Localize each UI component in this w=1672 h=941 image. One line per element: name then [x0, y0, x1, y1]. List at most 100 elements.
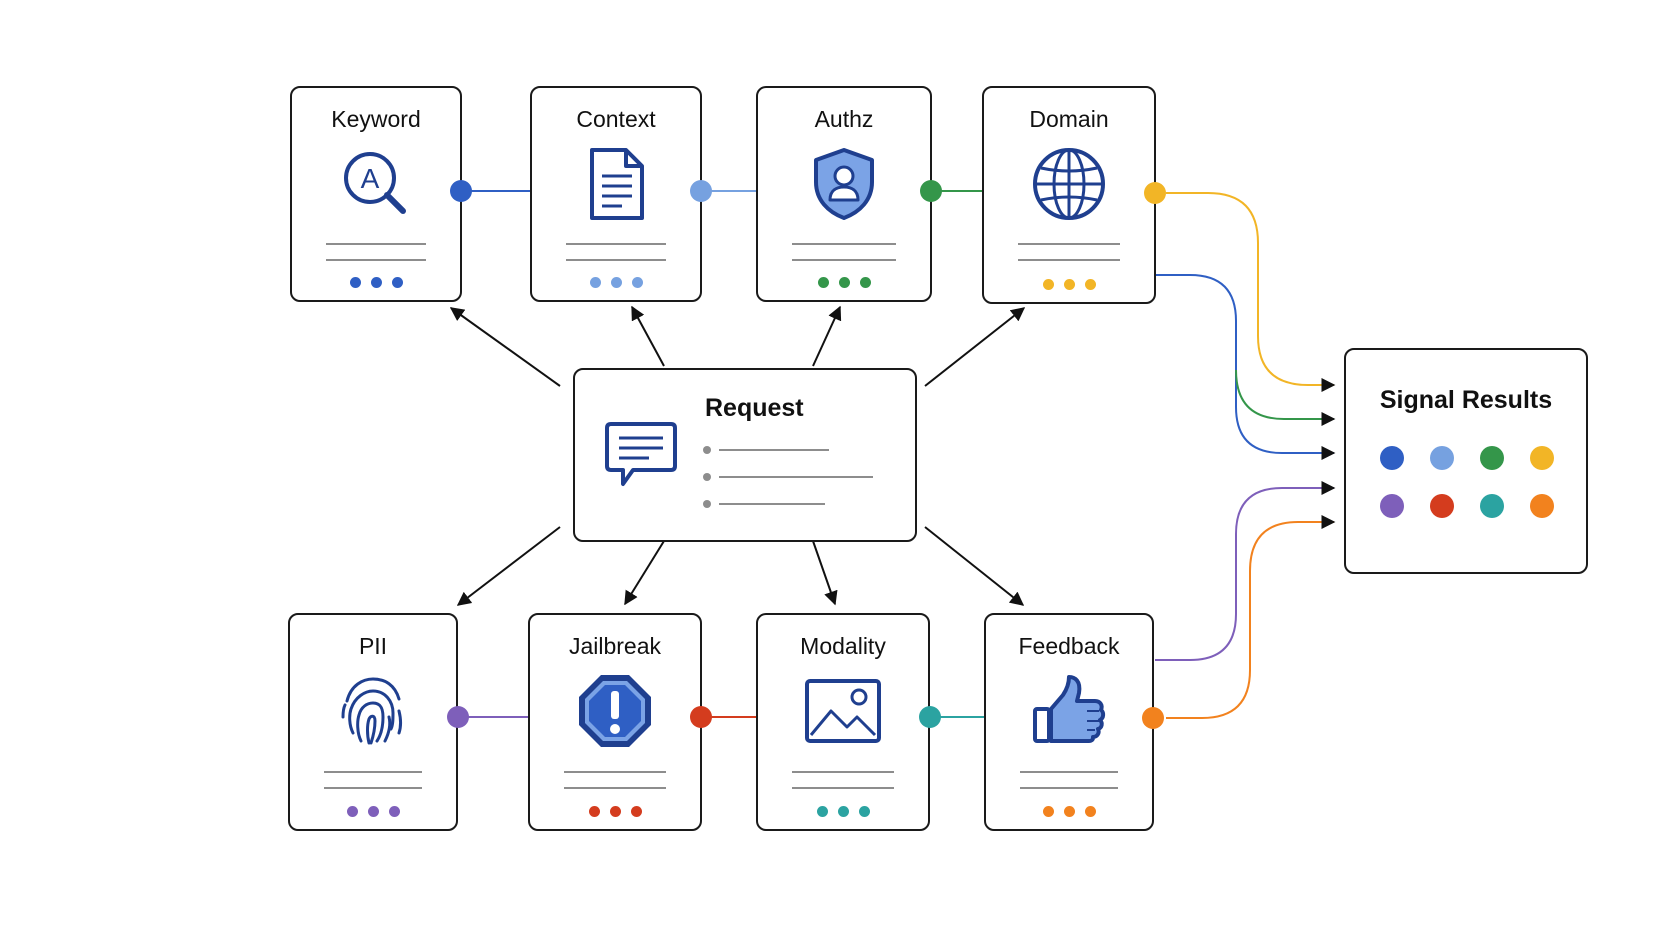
- placeholder-line: [719, 476, 873, 478]
- status-dots: [986, 806, 1152, 817]
- request-card[interactable]: Request: [573, 368, 917, 542]
- context-signal-card[interactable]: Context: [530, 86, 702, 302]
- result-dot-red: [1430, 494, 1454, 518]
- authz-signal-card[interactable]: Authz: [756, 86, 932, 302]
- placeholder-line: [324, 771, 422, 773]
- domain-output-port[interactable]: [1144, 182, 1166, 204]
- jailbreak-signal-title: Jailbreak: [568, 633, 662, 659]
- jailbreak-output-port[interactable]: [690, 706, 712, 728]
- feedback-output-port[interactable]: [1142, 707, 1164, 729]
- chat-bubble-icon: [601, 416, 681, 496]
- modality-signal-title: Modality: [800, 633, 886, 659]
- placeholder-line: [324, 787, 422, 789]
- warning-octagon-icon: [575, 671, 655, 751]
- authz-output-port[interactable]: [920, 180, 942, 202]
- context-signal-title: Context: [576, 106, 656, 132]
- bullet: [703, 473, 711, 481]
- status-dot: [609, 806, 621, 817]
- pii-signal-card[interactable]: PII: [288, 613, 458, 831]
- arrow-request-to-domain: [924, 307, 1026, 387]
- result-dot-teal: [1480, 494, 1504, 518]
- status-dots: [530, 806, 700, 817]
- result-dot-light-blue: [1430, 446, 1454, 470]
- pii-signal-title: PII: [358, 633, 388, 659]
- signal-results-dots: [1380, 446, 1554, 518]
- placeholder-line: [792, 771, 894, 773]
- magnifier-letter-a-icon: A: [336, 144, 416, 224]
- wire-orange-to-results: [1166, 515, 1336, 719]
- status-dot: [589, 277, 601, 288]
- status-dots: [758, 277, 930, 288]
- status-dot: [588, 806, 600, 817]
- status-dot: [367, 806, 379, 817]
- jailbreak-signal-card[interactable]: Jailbreak: [528, 613, 702, 831]
- placeholder-line: [1020, 771, 1118, 773]
- status-dot: [858, 806, 870, 817]
- document-icon: [576, 144, 656, 224]
- status-dot: [370, 277, 382, 288]
- feedback-signal-card[interactable]: Feedback: [984, 613, 1154, 831]
- status-dot: [1042, 806, 1054, 817]
- signal-results-title: Signal Results: [1379, 386, 1553, 414]
- status-dot: [388, 806, 400, 817]
- feedback-signal-title: Feedback: [1018, 633, 1120, 659]
- image-icon: [803, 671, 883, 751]
- status-dot: [859, 277, 871, 288]
- placeholder-line: [326, 243, 426, 245]
- domain-signal-title: Domain: [1029, 106, 1109, 132]
- status-dot: [1063, 279, 1075, 290]
- result-dot-green: [1480, 446, 1504, 470]
- status-dot: [391, 277, 403, 288]
- thumbs-up-icon: [1029, 671, 1109, 751]
- placeholder-line: [566, 259, 666, 261]
- signal-results-card[interactable]: Signal Results: [1344, 348, 1588, 574]
- status-dot: [349, 277, 361, 288]
- status-dot: [1042, 279, 1054, 290]
- shield-user-icon: [804, 144, 884, 224]
- arrow-request-to-context: [631, 305, 665, 367]
- wire-green-to-results: [1235, 369, 1336, 426]
- bullet: [703, 446, 711, 454]
- placeholder-line: [1018, 259, 1120, 261]
- bullet: [703, 500, 711, 508]
- placeholder-line: [719, 449, 829, 451]
- keyword-signal-card[interactable]: Keyword A: [290, 86, 462, 302]
- status-dots: [758, 806, 928, 817]
- domain-signal-card[interactable]: Domain: [982, 86, 1156, 304]
- arrow-request-to-feedback: [924, 526, 1025, 606]
- fingerprint-icon: [333, 671, 413, 751]
- status-dots: [984, 279, 1154, 290]
- arrow-request-to-jailbreak: [624, 540, 665, 606]
- arrow-request-to-keyword: [449, 307, 561, 387]
- keyword-output-port[interactable]: [450, 180, 472, 202]
- status-dots: [290, 806, 456, 817]
- modality-output-port[interactable]: [919, 706, 941, 728]
- placeholder-line: [1018, 243, 1120, 245]
- result-dot-orange: [1530, 494, 1554, 518]
- status-dots: [292, 277, 460, 288]
- status-dot: [610, 277, 622, 288]
- placeholder-line: [1020, 787, 1118, 789]
- result-dot-yellow: [1530, 446, 1554, 470]
- wire-blue-to-results: [1155, 274, 1336, 460]
- globe-icon: [1029, 144, 1109, 224]
- arrow-request-to-modality: [812, 540, 838, 606]
- placeholder-line: [566, 243, 666, 245]
- context-output-port[interactable]: [690, 180, 712, 202]
- placeholder-line: [792, 243, 896, 245]
- svg-text:A: A: [361, 163, 380, 194]
- pii-output-port[interactable]: [447, 706, 469, 728]
- status-dot: [1084, 806, 1096, 817]
- result-dot-purple: [1380, 494, 1404, 518]
- modality-signal-card[interactable]: Modality: [756, 613, 930, 831]
- placeholder-line: [564, 787, 666, 789]
- status-dot: [837, 806, 849, 817]
- request-title: Request: [705, 394, 804, 422]
- arrow-request-to-pii: [456, 526, 561, 606]
- status-dot: [816, 806, 828, 817]
- placeholder-line: [719, 503, 825, 505]
- result-dot-blue: [1380, 446, 1404, 470]
- status-dots: [532, 277, 700, 288]
